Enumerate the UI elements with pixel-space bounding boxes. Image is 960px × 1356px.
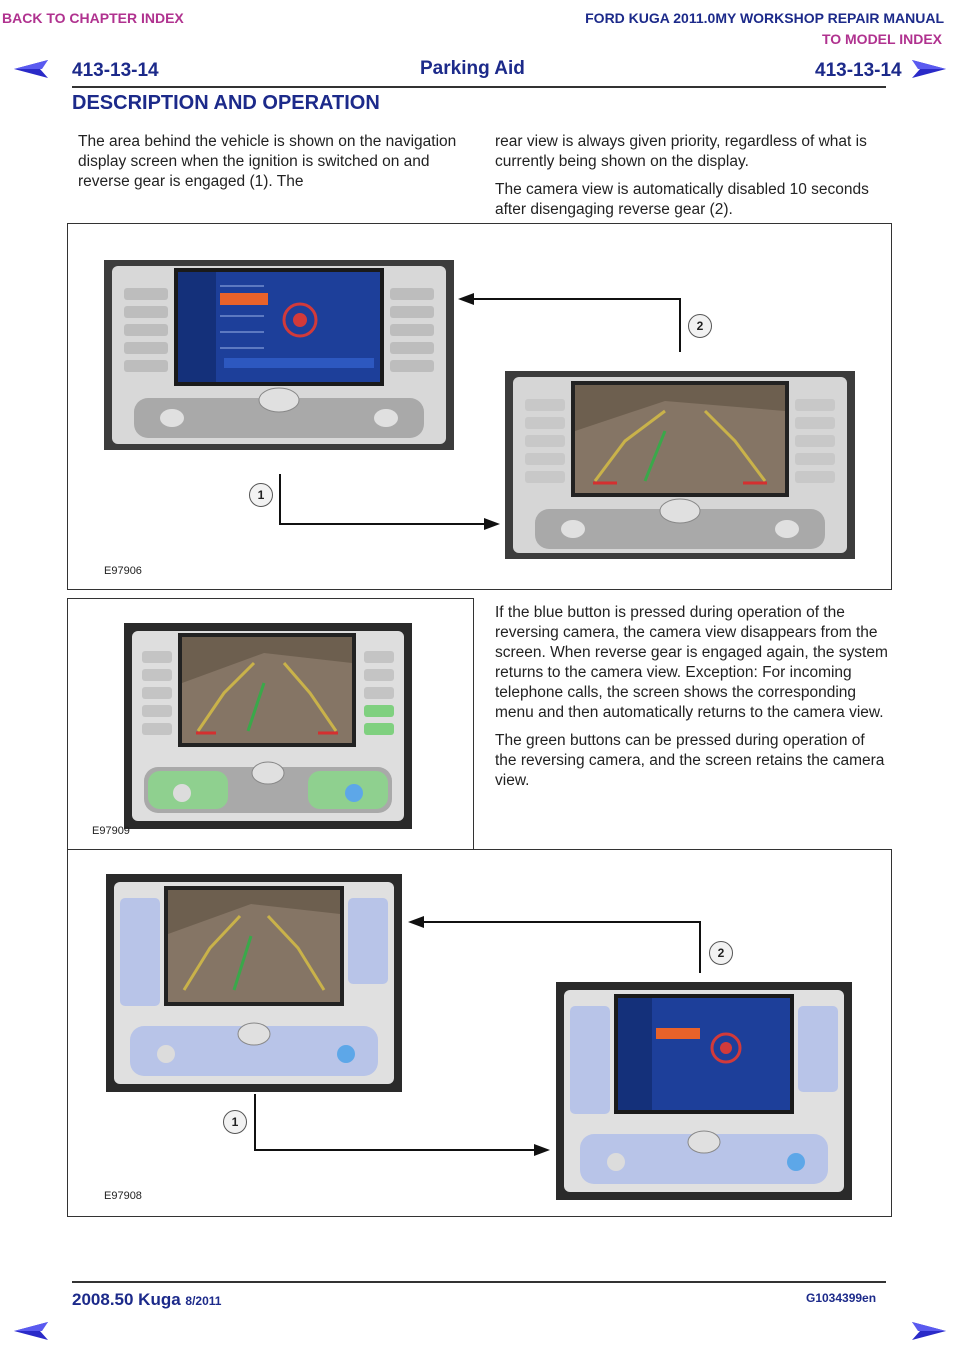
page-title: Parking Aid [420,58,525,79]
nav-unit-camera-image [505,371,855,559]
previous-page-arrow-icon-bottom[interactable] [12,1320,50,1342]
page-number-left: 413-13-14 [72,60,159,81]
figure-id-e97906: E97906 [104,565,142,577]
next-page-arrow-icon-bottom[interactable] [910,1320,948,1342]
callout-1: 1 [223,1110,247,1134]
footer-code: G1034399en [806,1291,877,1305]
blue-button-paragraph: If the blue button is pressed during ope… [495,604,888,721]
figure-id-e97908: E97908 [104,1190,142,1202]
page-number-right: 413-13-14 [815,60,902,81]
previous-page-arrow-icon[interactable] [12,58,50,80]
intro-left-column: The area behind the vehicle is shown on … [78,132,473,200]
figure-3-arrows [254,916,701,1156]
nav-unit-camera-buttons-image [106,874,402,1092]
to-model-index-link[interactable]: TO MODEL INDEX [821,31,942,47]
nav-unit-button-map-image [124,623,412,829]
footer-model-name: 2008.50 Kuga [72,1290,181,1309]
callout-2: 2 [688,314,712,338]
figure-e97909: E97909 [67,598,474,850]
manual-title: FORD KUGA 2011.0MY WORKSHOP REPAIR MANUA… [585,10,944,26]
nav-unit-menu-buttons-image [556,982,852,1200]
back-to-chapter-index-link[interactable]: BACK TO CHAPTER INDEX [2,10,184,26]
footer-model: 2008.50 Kuga 8/2011 [72,1290,221,1310]
figure-e97906: 2 1 E97906 [67,223,892,590]
callout-2: 2 [709,941,733,965]
intro-right-column: rear view is always given priority, rega… [495,132,890,228]
intro-right-text-2: The camera view is automatically disable… [495,181,869,218]
intro-left-text: The area behind the vehicle is shown on … [78,133,457,190]
next-page-arrow-icon[interactable] [910,58,948,80]
figure-1-arrows [279,293,681,530]
section-heading: DESCRIPTION AND OPERATION [72,92,380,114]
nav-unit-menu-image [104,260,454,450]
header-rule [72,86,886,88]
footer-rule [72,1281,886,1283]
green-buttons-paragraph: The green buttons can be pressed during … [495,732,885,789]
intro-right-text-1: rear view is always given priority, rega… [495,133,867,170]
figure-e97908: 2 1 E97908 [67,849,892,1217]
callout-1: 1 [249,483,273,507]
footer-date: 8/2011 [185,1294,222,1308]
figure-id-e97909: E97909 [92,825,130,837]
mid-text-column: If the blue button is pressed during ope… [495,603,890,799]
